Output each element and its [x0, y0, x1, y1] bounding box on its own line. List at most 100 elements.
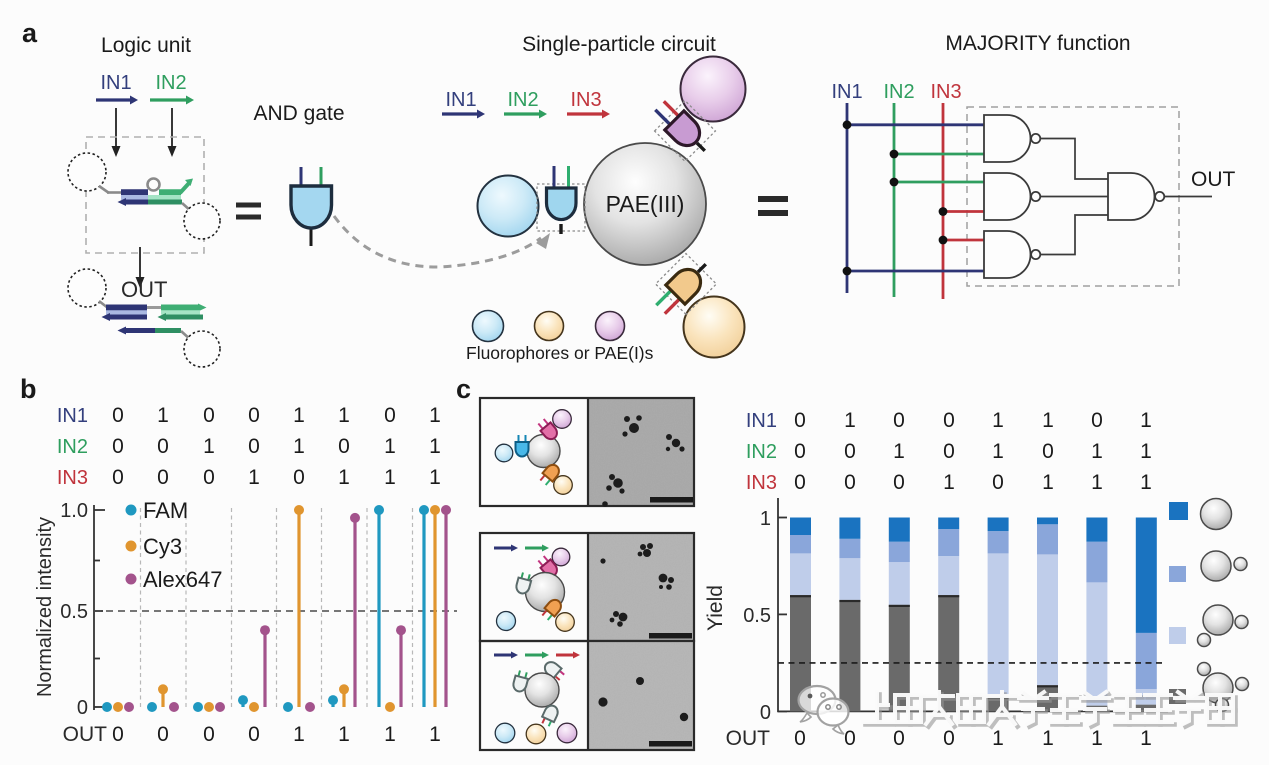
svg-text:1: 1 — [992, 440, 1004, 463]
svg-text:0: 0 — [112, 435, 124, 458]
svg-text:1.0: 1.0 — [60, 500, 88, 522]
svg-text:IN2: IN2 — [507, 89, 538, 111]
svg-text:0: 0 — [203, 723, 215, 746]
svg-text:0: 0 — [794, 440, 806, 463]
svg-text:Single-particle circuit: Single-particle circuit — [522, 33, 716, 56]
svg-text:Logic unit: Logic unit — [101, 34, 191, 57]
svg-text:MAJORITY function: MAJORITY function — [945, 32, 1130, 55]
svg-text:1: 1 — [293, 404, 305, 427]
svg-text:0: 0 — [844, 471, 856, 494]
svg-text:1: 1 — [1042, 409, 1054, 432]
svg-text:IN3: IN3 — [930, 81, 961, 103]
svg-text:0.5: 0.5 — [743, 605, 771, 627]
svg-text:0: 0 — [893, 471, 905, 494]
svg-text:1: 1 — [893, 440, 905, 463]
svg-text:0: 0 — [203, 404, 215, 427]
svg-text:0: 0 — [384, 404, 396, 427]
svg-text:0: 0 — [293, 466, 305, 489]
svg-text:1: 1 — [384, 435, 396, 458]
svg-text:0: 0 — [943, 727, 955, 750]
svg-text:IN3: IN3 — [570, 89, 601, 111]
svg-text:0: 0 — [794, 471, 806, 494]
svg-text:1: 1 — [429, 466, 441, 489]
svg-text:IN3: IN3 — [746, 472, 777, 494]
svg-text:0: 0 — [248, 404, 260, 427]
svg-text:0: 0 — [943, 409, 955, 432]
svg-text:1: 1 — [157, 404, 169, 427]
svg-text:1: 1 — [338, 466, 350, 489]
svg-text:1: 1 — [1091, 727, 1103, 750]
svg-text:Normalized intensity: Normalized intensity — [34, 517, 56, 697]
svg-text:0.5: 0.5 — [60, 601, 88, 623]
svg-text:0: 0 — [844, 727, 856, 750]
svg-text:1: 1 — [293, 435, 305, 458]
svg-text:0: 0 — [794, 409, 806, 432]
svg-text:IN1: IN1 — [831, 81, 862, 103]
svg-text:0: 0 — [794, 727, 806, 750]
svg-text:0: 0 — [760, 702, 771, 724]
svg-text:1: 1 — [992, 727, 1004, 750]
svg-text:1: 1 — [1140, 727, 1152, 750]
svg-text:FAM: FAM — [143, 498, 188, 523]
svg-text:1: 1 — [992, 409, 1004, 432]
svg-text:0: 0 — [248, 723, 260, 746]
svg-text:IN2: IN2 — [57, 436, 88, 458]
svg-text:1: 1 — [1042, 727, 1054, 750]
svg-text:IN3: IN3 — [57, 467, 88, 489]
svg-text:1: 1 — [384, 723, 396, 746]
svg-text:0: 0 — [157, 435, 169, 458]
svg-text:IN1: IN1 — [445, 89, 476, 111]
svg-text:0: 0 — [992, 471, 1004, 494]
svg-text:PAE(III): PAE(III) — [606, 191, 685, 217]
svg-text:1: 1 — [943, 471, 955, 494]
svg-text:a: a — [22, 18, 38, 48]
svg-text:IN2: IN2 — [155, 72, 186, 94]
svg-text:OUT: OUT — [1191, 168, 1236, 191]
svg-text:0: 0 — [893, 409, 905, 432]
svg-text:0: 0 — [338, 435, 350, 458]
svg-text:IN1: IN1 — [100, 72, 131, 94]
svg-text:IN1: IN1 — [57, 405, 88, 427]
svg-text:1: 1 — [338, 723, 350, 746]
svg-text:0: 0 — [844, 440, 856, 463]
svg-text:1: 1 — [293, 723, 305, 746]
svg-text:c: c — [456, 374, 471, 404]
svg-text:OUT: OUT — [63, 723, 108, 746]
svg-text:1: 1 — [1042, 471, 1054, 494]
svg-text:0: 0 — [943, 440, 955, 463]
svg-text:OUT: OUT — [121, 277, 167, 302]
svg-text:1: 1 — [1091, 471, 1103, 494]
svg-text:1: 1 — [248, 466, 260, 489]
svg-text:0: 0 — [203, 466, 215, 489]
svg-text:Fluorophores or PAE(I)s: Fluorophores or PAE(I)s — [466, 343, 654, 363]
svg-text:1: 1 — [1140, 409, 1152, 432]
svg-text:0: 0 — [248, 435, 260, 458]
svg-text:1: 1 — [338, 404, 350, 427]
svg-text:Yield: Yield — [704, 585, 727, 631]
svg-text:0: 0 — [112, 466, 124, 489]
svg-text:0: 0 — [1091, 409, 1103, 432]
svg-text:1: 1 — [429, 404, 441, 427]
svg-text:IN1: IN1 — [746, 410, 777, 432]
svg-text:AND gate: AND gate — [253, 102, 344, 125]
svg-text:IN2: IN2 — [746, 441, 777, 463]
svg-text:0: 0 — [893, 727, 905, 750]
svg-text:Alex647: Alex647 — [143, 567, 223, 592]
svg-text:1: 1 — [844, 409, 856, 432]
svg-text:0: 0 — [157, 723, 169, 746]
svg-text:1: 1 — [760, 508, 771, 530]
svg-text:OUT: OUT — [726, 727, 771, 750]
svg-text:b: b — [20, 374, 37, 404]
svg-text:0: 0 — [112, 404, 124, 427]
svg-text:Cy3: Cy3 — [143, 534, 182, 559]
svg-text:1: 1 — [1140, 440, 1152, 463]
svg-text:0: 0 — [77, 697, 88, 719]
svg-text:IN2: IN2 — [883, 81, 914, 103]
svg-text:1: 1 — [203, 435, 215, 458]
svg-text:1: 1 — [1091, 440, 1103, 463]
svg-text:0: 0 — [112, 723, 124, 746]
svg-text:1: 1 — [429, 435, 441, 458]
svg-text:0: 0 — [1042, 440, 1054, 463]
svg-text:1: 1 — [429, 723, 441, 746]
svg-text:1: 1 — [384, 466, 396, 489]
